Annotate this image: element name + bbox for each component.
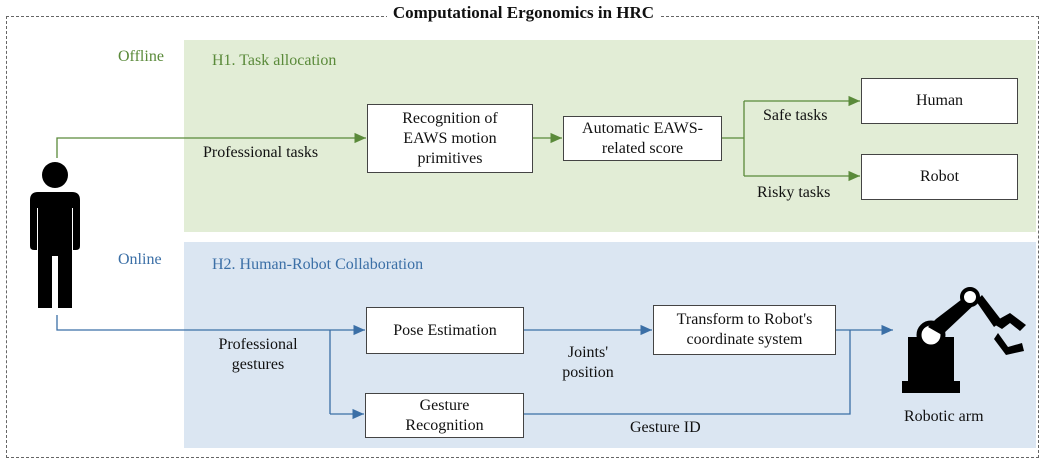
person-icon xyxy=(30,162,80,308)
robotic-arm-label: Robotic arm xyxy=(904,408,984,425)
robot-box: Robot xyxy=(861,154,1018,200)
gesture-id-label: Gesture ID xyxy=(630,419,701,436)
professional-tasks-label: Professional tasks xyxy=(203,144,319,161)
transform-box: Transform to Robot's coordinate system xyxy=(653,305,836,355)
robotic-arm-icon xyxy=(902,287,1026,393)
joints-position-label: Joints' position xyxy=(562,344,614,381)
transform-box-text: Transform to Robot's coordinate system xyxy=(676,311,813,348)
human-box: Human xyxy=(861,78,1018,124)
safe-tasks-label: Safe tasks xyxy=(763,107,828,124)
pose-estimation-box-text: Pose Estimation xyxy=(393,321,497,339)
recognition-box: Recognition of EAWS motion primitives xyxy=(367,104,533,173)
diagram-title: Computational Ergonomics in HRC xyxy=(0,3,1047,23)
arrow-person-to-pose xyxy=(56,315,365,336)
professional-gestures-label: Professional gestures xyxy=(218,336,298,373)
score-box-text: Automatic EAWS-related score xyxy=(582,119,703,157)
online-heading: H2. Human-Robot Collaboration xyxy=(212,256,424,273)
offline-heading: H1. Task allocation xyxy=(212,52,337,69)
diagram-title-text: Computational Ergonomics in HRC xyxy=(386,3,661,22)
offline-label: Offline xyxy=(118,48,164,65)
online-label: Online xyxy=(118,251,162,268)
robot-box-text: Robot xyxy=(919,168,960,185)
gesture-recognition-box: Gesture Recognition xyxy=(365,393,524,438)
score-box: Automatic EAWS-related score xyxy=(563,116,722,161)
recognition-box-text: Recognition of EAWS motion primitives xyxy=(402,109,498,167)
pose-estimation-box: Pose Estimation xyxy=(366,307,524,354)
line-gesture-id xyxy=(524,330,851,415)
human-box-text: Human xyxy=(915,92,964,109)
arrow-person-to-recognition xyxy=(56,132,366,158)
risky-tasks-label: Risky tasks xyxy=(757,184,831,201)
gesture-recognition-box-text: Gesture Recognition xyxy=(405,396,484,434)
